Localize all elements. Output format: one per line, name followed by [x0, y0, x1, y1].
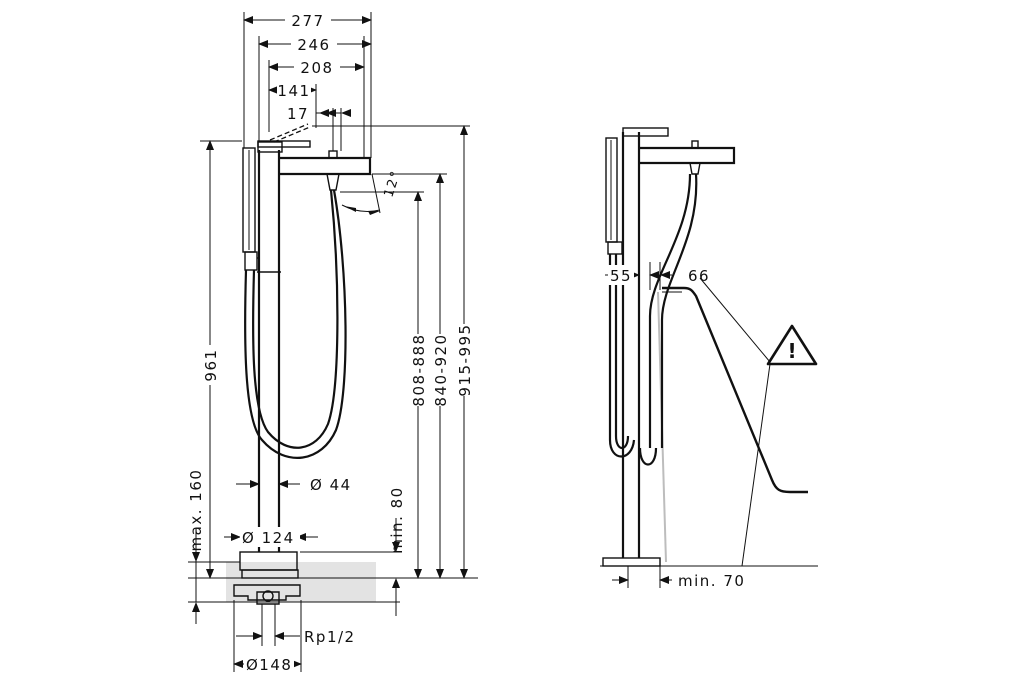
- mixer-lever: [257, 140, 311, 148]
- shower-hose-outer: [244, 189, 347, 459]
- side-hose-curve-2: [648, 173, 692, 448]
- dim-max-160: max. 160: [187, 469, 205, 552]
- side-view: !: [600, 127, 818, 567]
- dim-246: 246: [297, 36, 330, 54]
- dim-840-920: 840-920: [432, 333, 450, 406]
- side-spout-cap: [691, 140, 699, 149]
- dim-208: 208: [300, 59, 333, 77]
- hose-connector: [326, 173, 340, 191]
- base-rosette: [241, 569, 299, 579]
- dim-dia-148: Ø148: [246, 656, 292, 674]
- side-spout: [639, 146, 736, 165]
- connection-body: [233, 584, 301, 601]
- spout: [279, 156, 372, 176]
- dim-808-888: 808-888: [410, 333, 428, 406]
- dim-17: 17: [287, 105, 309, 123]
- side-hose-outer: [608, 254, 636, 458]
- side-dimensions: 55 66 min. 70: [605, 262, 748, 590]
- front-dimensions: 277 246 208 141 17 961 max. 160 Ø: [187, 10, 474, 674]
- dim-dia-44: Ø 44: [310, 476, 352, 494]
- warning-mark: !: [787, 339, 796, 363]
- side-hose-connector: [689, 162, 701, 175]
- side-hose-curve: [638, 173, 698, 466]
- dim-dia-124: Ø 124: [242, 529, 295, 547]
- side-mixer-lever: [622, 127, 669, 137]
- bathtub-rim: [662, 286, 808, 494]
- side-dim-55: 55: [610, 267, 632, 285]
- dim-rp-1-2: Rp1/2: [304, 628, 356, 646]
- side-dim-min-70: min. 70: [678, 572, 745, 590]
- side-hose-outer-2: [614, 254, 630, 450]
- dim-915-995: 915-995: [456, 323, 474, 396]
- dim-141: 141: [277, 82, 310, 100]
- angle-ray: [371, 173, 381, 214]
- shower-hose-inner: [252, 189, 339, 449]
- warning-triangle-icon: !: [766, 324, 818, 366]
- dim-min-80: min. 80: [388, 486, 406, 553]
- lever-raised-position: [269, 123, 311, 143]
- angle-arc: [341, 204, 381, 212]
- side-dim-66: 66: [688, 267, 710, 285]
- side-base-plate: [602, 557, 661, 567]
- angle-label: 12°: [382, 168, 405, 199]
- floor-section: [226, 562, 376, 602]
- hand-shower-holder: [244, 251, 258, 271]
- side-shower-holder: [607, 241, 623, 255]
- connection-port: [262, 590, 274, 602]
- dim-277: 277: [291, 12, 324, 30]
- dim-961: 961: [202, 348, 220, 381]
